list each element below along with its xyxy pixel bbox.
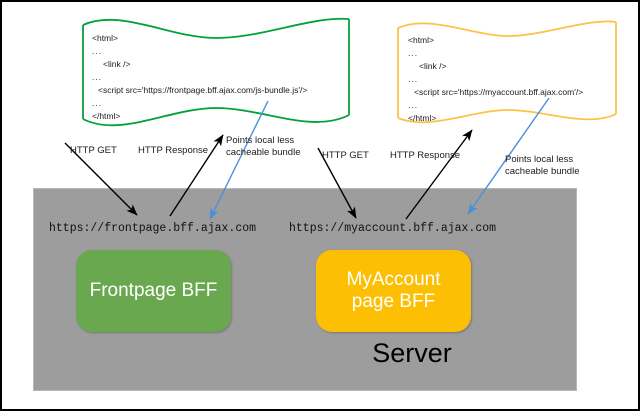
- doc2-line-7: </html>: [408, 113, 437, 123]
- doc1-line-5: <script src='https://frontpage.bff.ajax.…: [98, 85, 308, 95]
- myaccount-bff-box[interactable]: MyAccount page BFF: [316, 250, 471, 332]
- myaccount-document-code: <html> ... <link /> ... <script src='htt…: [408, 36, 583, 127]
- doc2-line-2: ...: [408, 48, 419, 58]
- label-points-bundle-myaccount-line1: Points local less: [505, 154, 574, 165]
- label-http-get-frontpage: HTTP GET: [70, 145, 117, 156]
- myaccount-bff-label: MyAccount page BFF: [347, 269, 441, 313]
- label-points-bundle-frontpage: Points local less cacheable bundle: [226, 135, 304, 158]
- myaccount-html-document: <html> ... <link /> ... <script src='htt…: [394, 14, 620, 132]
- doc1-line-7: </html>: [92, 111, 121, 121]
- frontpage-document-code: <html> ... <link /> ... <script src='htt…: [92, 34, 307, 125]
- myaccount-bff-label-line2: page BFF: [351, 291, 436, 312]
- url-label-myaccount: https://myaccount.bff.ajax.com: [289, 222, 497, 235]
- label-points-bundle-myaccount: Points local less cacheable bundle: [505, 154, 583, 177]
- myaccount-bff-label-line1: MyAccount: [346, 269, 441, 291]
- doc1-line-3: <link />: [103, 59, 131, 69]
- doc2-line-5: <script src='https://myaccount.bff.ajax.…: [414, 87, 584, 97]
- label-points-bundle-myaccount-line2: cacheable bundle: [505, 165, 580, 177]
- label-points-bundle-frontpage-line2: cacheable bundle: [226, 146, 301, 158]
- doc2-line-1: <html>: [408, 35, 434, 45]
- label-http-response-frontpage: HTTP Response: [138, 145, 209, 156]
- server-label: Server: [372, 338, 452, 368]
- doc2-line-3: <link />: [419, 61, 447, 71]
- label-http-response-myaccount: HTTP Response: [390, 150, 461, 161]
- doc2-line-6: ...: [408, 100, 419, 110]
- label-points-bundle-frontpage-line1: Points local less: [226, 135, 295, 146]
- doc1-line-4: ...: [92, 72, 103, 82]
- doc1-line-6: ...: [92, 98, 103, 108]
- url-label-frontpage: https://frontpage.bff.ajax.com: [49, 222, 257, 235]
- doc1-line-2: ...: [92, 46, 103, 56]
- frontpage-bff-box[interactable]: Frontpage BFF: [76, 250, 231, 332]
- doc1-line-1: <html>: [92, 33, 118, 43]
- frontpage-bff-label: Frontpage BFF: [89, 280, 218, 302]
- doc2-line-4: ...: [408, 74, 419, 84]
- frontpage-html-document: <html> ... <link /> ... <script src='htt…: [80, 14, 352, 139]
- label-http-get-myaccount: HTTP GET: [322, 150, 369, 161]
